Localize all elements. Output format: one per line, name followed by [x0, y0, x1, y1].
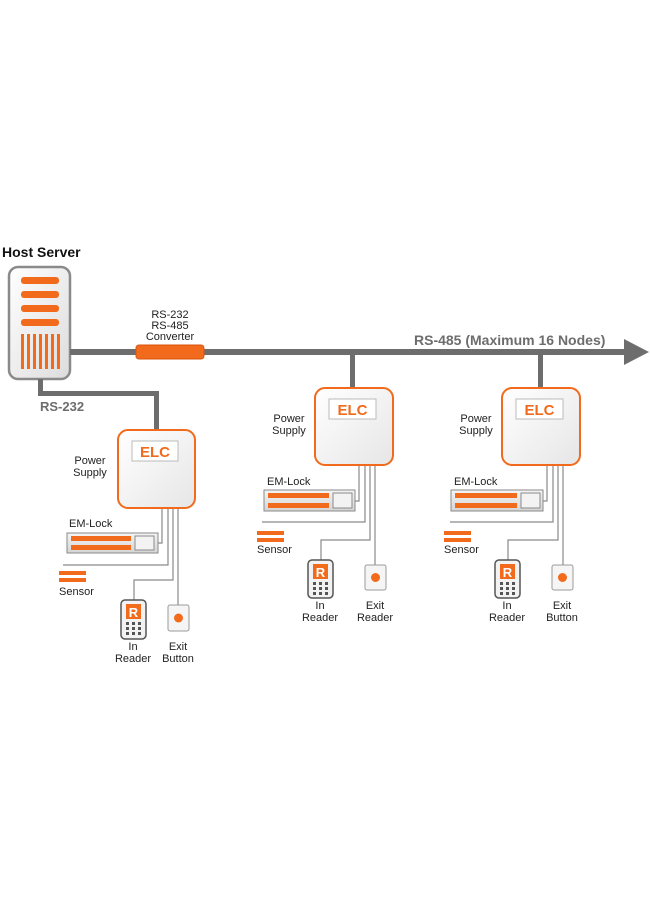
sensor-icon — [59, 571, 86, 582]
elc-label: ELC — [525, 402, 555, 419]
in-reader-label-line1: In — [128, 641, 137, 653]
reader-glyph: R — [316, 565, 326, 580]
exit-button-icon — [551, 564, 574, 591]
exit-device-label-line2: Reader — [357, 612, 393, 624]
exit-reader-icon — [364, 564, 387, 591]
exit-device-label-line2: Button — [162, 653, 194, 665]
power-supply-label-line1: Power — [74, 455, 106, 467]
rs485-bus-label: RS-485 (Maximum 16 Nodes) — [414, 332, 605, 348]
reader-glyph: R — [503, 565, 513, 580]
exit-device-label-line2: Button — [546, 612, 578, 624]
sensor-label: Sensor — [257, 544, 292, 556]
rs232-link-label: RS-232 — [40, 399, 84, 414]
in-reader-label-line2: Reader — [302, 612, 338, 624]
elc-label: ELC — [338, 402, 368, 419]
elc-badge — [131, 440, 179, 462]
bus-drop-node-2 — [350, 352, 355, 388]
em-lock-label: EM-Lock — [69, 518, 113, 530]
rs232-link — [38, 379, 159, 430]
in-reader-label-line2: Reader — [489, 612, 525, 624]
elc-node-1: ELC Power Supply EM-Lock Sensor R In Rea… — [59, 429, 196, 665]
exit-device-label-line1: Exit — [169, 641, 187, 653]
elc-node-3: ELC Power Supply EM-Lock Sensor R In Rea… — [444, 387, 581, 624]
rs485-bus — [70, 339, 649, 365]
in-reader-label-line1: In — [315, 600, 324, 612]
exit-button-icon — [167, 604, 190, 632]
in-reader-icon: R — [307, 559, 334, 599]
power-supply-label-line2: Supply — [459, 425, 493, 437]
power-supply-label-line2: Supply — [272, 425, 306, 437]
em-lock-icon — [263, 489, 356, 512]
power-supply-label-line1: Power — [273, 413, 305, 425]
converter-label-line1: RS-232 — [151, 309, 188, 321]
host-server-icon — [7, 265, 72, 381]
em-lock-icon — [450, 489, 544, 512]
host-server-title: Host Server — [2, 244, 81, 260]
em-lock-label: EM-Lock — [267, 476, 311, 488]
elc-label: ELC — [140, 444, 170, 461]
sensor-icon — [257, 531, 284, 542]
converter-label-line3: Converter — [146, 331, 195, 343]
em-lock-icon — [66, 532, 159, 554]
bus-drop-node-3 — [538, 352, 543, 388]
exit-device-label-line1: Exit — [366, 600, 384, 612]
in-reader-icon: R — [494, 559, 521, 599]
sensor-icon — [444, 531, 471, 542]
in-reader-icon: R — [120, 599, 147, 640]
rs232-rs485-converter — [135, 344, 205, 360]
elc-badge — [328, 398, 377, 420]
in-reader-label-line2: Reader — [115, 653, 151, 665]
reader-glyph: R — [129, 605, 139, 620]
elc-badge — [515, 398, 564, 420]
exit-device-label-line1: Exit — [553, 600, 571, 612]
in-reader-label-line1: In — [502, 600, 511, 612]
sensor-label: Sensor — [444, 544, 479, 556]
em-lock-label: EM-Lock — [454, 476, 498, 488]
power-supply-label-line2: Supply — [73, 467, 107, 479]
power-supply-label-line1: Power — [460, 413, 492, 425]
elc-node-2: ELC Power Supply EM-Lock Sensor R In Rea… — [257, 387, 394, 624]
converter-label-line2: RS-485 — [151, 320, 188, 332]
sensor-label: Sensor — [59, 586, 94, 598]
